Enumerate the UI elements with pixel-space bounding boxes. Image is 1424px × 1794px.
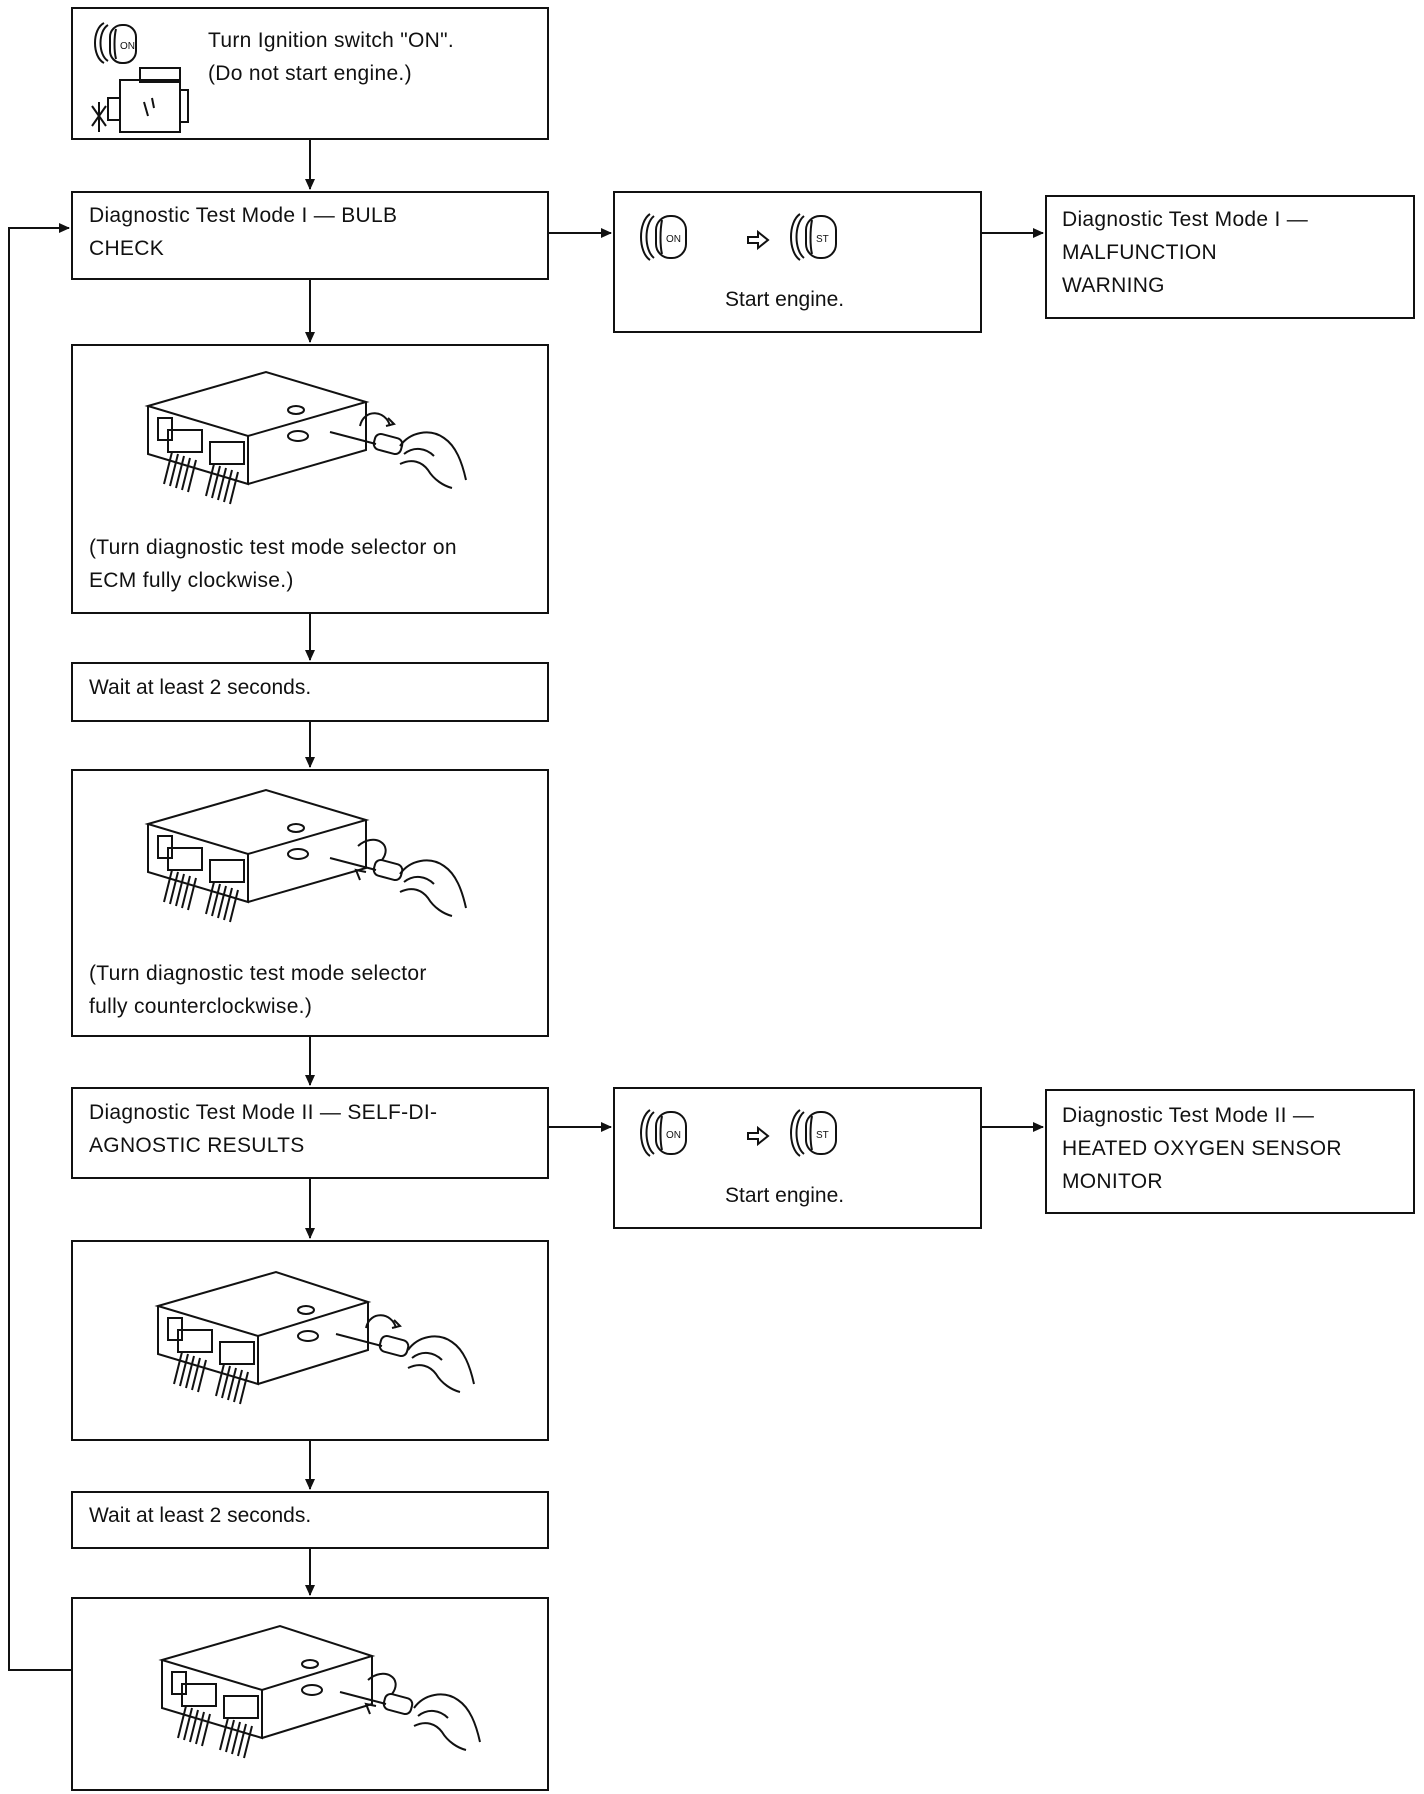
text-line: fully counterclockwise.) <box>89 995 313 1018</box>
text-line: ECM fully clockwise.) <box>89 569 294 592</box>
loop-back-arrow <box>8 223 71 1671</box>
text-line: WARNING <box>1062 274 1165 297</box>
text-line: Turn Ignition switch "ON". <box>208 29 455 52</box>
text-line: Diagnostic Test Mode I — <box>1062 208 1309 231</box>
text-line: MONITOR <box>1062 1170 1163 1193</box>
start-engine-box-2 <box>613 1087 982 1229</box>
wait-step-box-1 <box>71 662 549 722</box>
mode1-bulb-check-box <box>71 191 549 280</box>
wait-step-text-2: Wait at least 2 seconds. <box>89 1504 312 1527</box>
text-line: (Do not start engine.) <box>208 62 412 85</box>
text-line: Diagnostic Test Mode II — SELF-DI- <box>89 1101 438 1124</box>
text-line: AGNOSTIC RESULTS <box>89 1134 305 1157</box>
mode1-malfunction-warning-box <box>1045 195 1415 319</box>
selector-clockwise-text: (Turn diagnostic test mode selector on E… <box>89 531 457 597</box>
selector-clockwise-box-2 <box>71 1240 549 1441</box>
start-engine-label-1: Start engine. <box>725 288 845 311</box>
selector-counterclockwise-box-2 <box>71 1597 549 1791</box>
text-line: MALFUNCTION <box>1062 241 1217 264</box>
mode1-malfunction-warning-text: Diagnostic Test Mode I — MALFUNCTION WAR… <box>1062 203 1308 302</box>
wait-step-text-1: Wait at least 2 seconds. <box>89 676 312 699</box>
step-ignition-on-text: Turn Ignition switch "ON". (Do not start… <box>208 24 454 90</box>
text-line: CHECK <box>89 237 165 260</box>
text-line: (Turn diagnostic test mode selector <box>89 962 427 985</box>
mode2-heated-oxygen-sensor-box <box>1045 1089 1415 1214</box>
mode2-heated-oxygen-sensor-text: Diagnostic Test Mode II — HEATED OXYGEN … <box>1062 1099 1342 1198</box>
mode1-bulb-check-text: Diagnostic Test Mode I — BULB CHECK <box>89 199 397 265</box>
mode2-self-diagnostic-text: Diagnostic Test Mode II — SELF-DI- AGNOS… <box>89 1096 437 1162</box>
text-line: Diagnostic Test Mode II — <box>1062 1104 1315 1127</box>
text-line: Diagnostic Test Mode I — BULB <box>89 204 398 227</box>
mode2-self-diagnostic-box <box>71 1087 549 1179</box>
text-line: HEATED OXYGEN SENSOR <box>1062 1137 1342 1160</box>
text-line: (Turn diagnostic test mode selector on <box>89 536 457 559</box>
wait-step-box-2 <box>71 1491 549 1549</box>
start-engine-label-2: Start engine. <box>725 1184 845 1207</box>
selector-counterclockwise-text: (Turn diagnostic test mode selector full… <box>89 957 427 1023</box>
